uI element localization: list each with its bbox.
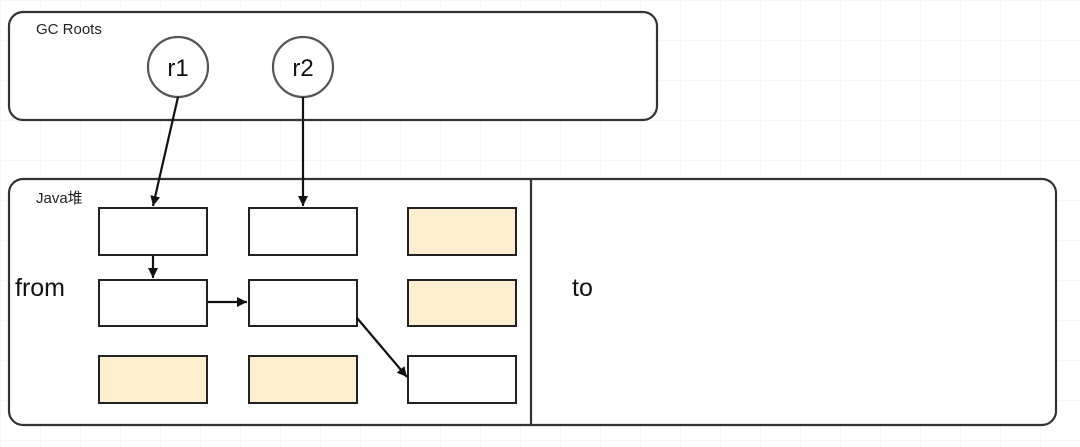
java-heap-label: Java堆: [36, 190, 83, 207]
object-live: [248, 207, 358, 256]
object-live: [98, 279, 208, 327]
to-space-label: to: [572, 274, 593, 302]
arrow-r1-to-object: [150, 96, 180, 207]
root-node-r1: r1: [146, 35, 210, 99]
object-live: [407, 355, 517, 404]
object-live: [98, 207, 208, 256]
object-live: [248, 279, 358, 327]
object-garbage: [248, 355, 358, 404]
arrow-object-diagonal: [356, 317, 408, 378]
gc-roots-label: GC Roots: [36, 21, 102, 38]
root-node-r2: r2: [271, 35, 335, 99]
from-space-label: from: [15, 274, 65, 302]
object-garbage: [98, 355, 208, 404]
object-garbage: [407, 207, 517, 256]
root-node-r1-label: r1: [167, 55, 188, 82]
root-node-r2-label: r2: [292, 55, 313, 82]
object-garbage: [407, 279, 517, 327]
